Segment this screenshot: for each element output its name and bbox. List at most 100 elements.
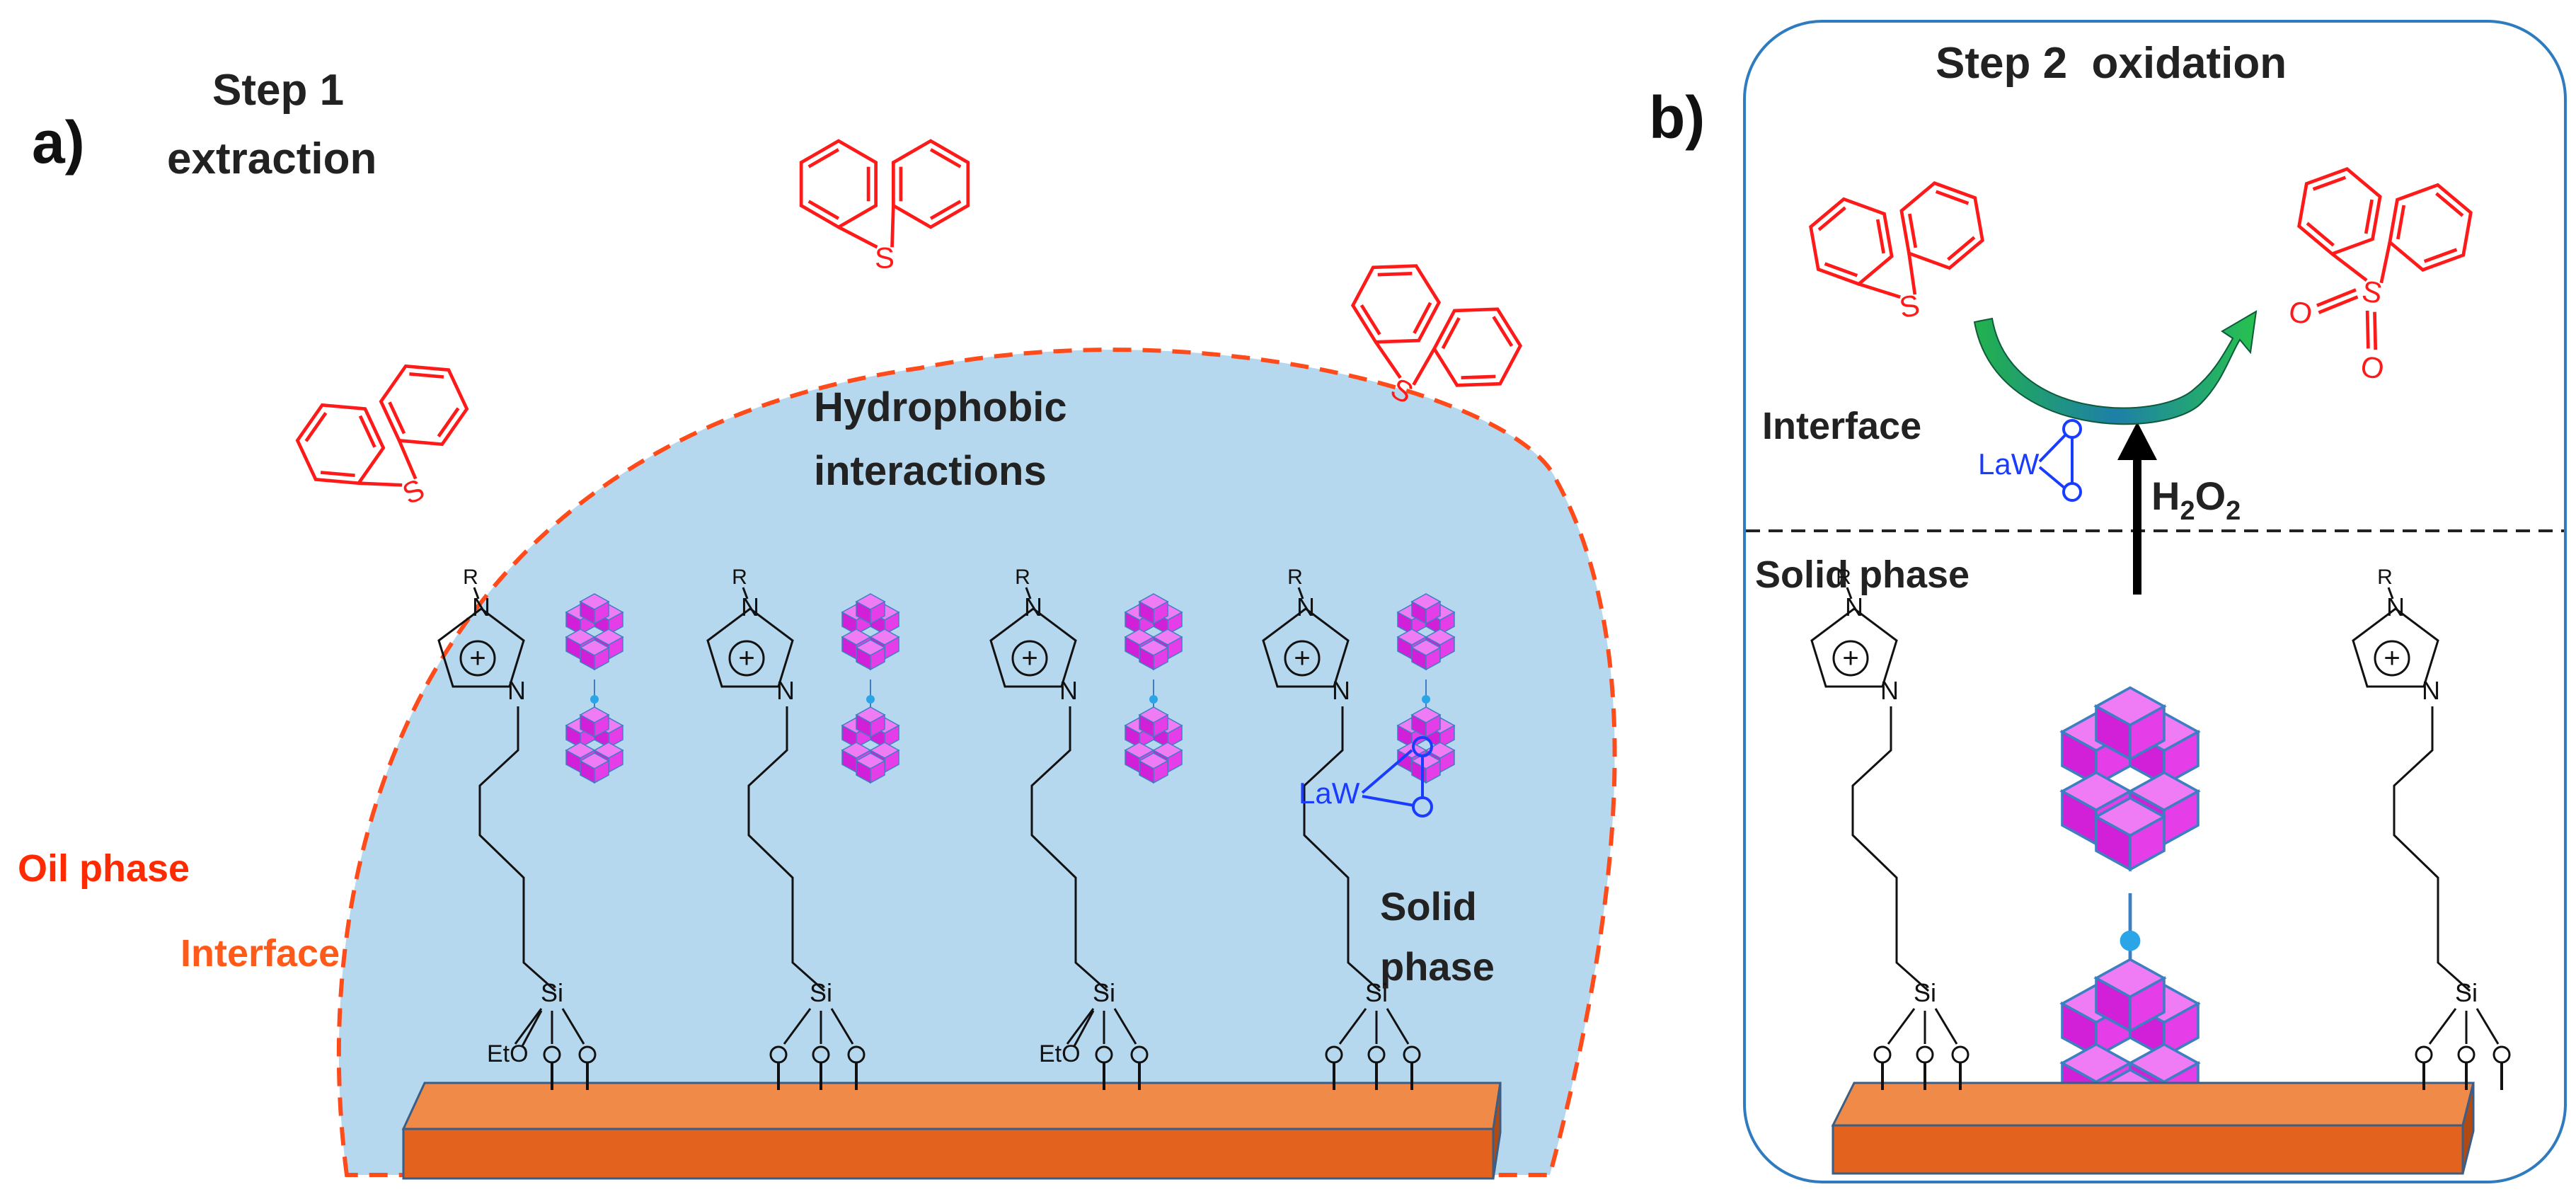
plus-sign: +: [1842, 643, 1858, 674]
imidazolium-linker-unit: NRN+Si: [706, 566, 866, 1090]
plus-sign: +: [1021, 643, 1037, 674]
c-s-bond: [397, 440, 418, 480]
oxygen-atom: [2457, 1045, 2476, 1064]
sulfur-atom-label: S: [875, 241, 895, 275]
positive-charge-icon: [728, 640, 765, 677]
keggin-cluster: [1396, 593, 1456, 671]
r-group-label: R: [1836, 566, 1851, 589]
silicon-atom-label: Si: [810, 978, 832, 1007]
double-bond: [409, 372, 444, 379]
solid-phase-line2: phase: [1380, 944, 1495, 989]
double-bond: [388, 401, 406, 435]
hydrophobic-line2: interactions: [814, 448, 1047, 494]
c-s-bond: [1907, 253, 1917, 295]
benzene-ring: [1809, 197, 1894, 286]
lanthanum-center: [1149, 695, 1158, 704]
imidazolium-ring: [1262, 607, 1350, 688]
propyl-chain: [1303, 706, 1381, 992]
silicon-atom-label: Si: [1914, 978, 1936, 1007]
h2o2-arrowhead: [2117, 422, 2157, 460]
oxygen-atom: [1873, 1045, 1892, 1064]
lanthanum-center: [590, 695, 599, 704]
oxidation-curved-arrow: [1973, 310, 2258, 425]
double-bond: [1875, 219, 1885, 254]
benzene-ring: [1899, 181, 1984, 270]
r-group-label: R: [2377, 566, 2393, 589]
panel-b: b) Step 2 oxidation Interface Solid phas…: [1649, 20, 2567, 1183]
positive-charge-icon: [1284, 640, 1321, 677]
step2-title: Step 2 oxidation: [1936, 39, 2287, 88]
c-s-bond: [1412, 348, 1436, 386]
oxygen-atom: [2492, 1045, 2511, 1064]
c-s-bond: [358, 481, 403, 487]
imidazolium-linker-unit: NRN+Si: [2352, 566, 2511, 1090]
keggin-cluster: [841, 593, 900, 671]
solid-phase-droplet: [336, 348, 1617, 1177]
benzene-ring: [2388, 183, 2473, 272]
double-bond: [807, 200, 840, 220]
double-bond: [2364, 199, 2374, 234]
nitrogen-atom-label: N: [1296, 592, 1315, 621]
c-s-bond: [837, 225, 878, 249]
double-bond: [304, 412, 328, 442]
double-bond: [2306, 222, 2335, 247]
double-bond: [1413, 302, 1432, 334]
c-s-bond: [2330, 252, 2368, 282]
h2o2-label: H2O2: [2151, 474, 2241, 526]
c-s-bond: [1858, 282, 1901, 299]
propyl-chain: [1030, 706, 1108, 992]
panel-b-label: b): [1649, 84, 1705, 151]
double-bond: [2435, 192, 2464, 217]
propyl-chain: [2393, 706, 2471, 992]
keggin-cluster: [841, 706, 900, 784]
benzene-ring: [799, 139, 878, 229]
sulfur-atom-label: S: [397, 472, 429, 510]
double-bond: [320, 471, 355, 478]
keggin-cluster: [1124, 706, 1183, 784]
benzene-ring: [1432, 307, 1523, 387]
benzene-ring: [891, 139, 970, 229]
double-bond: [1359, 304, 1381, 335]
c-s-bond: [890, 205, 895, 248]
positive-charge-icon: [2374, 640, 2410, 677]
keggin-cluster: [2059, 686, 2201, 872]
imidazolium-ring: [2352, 607, 2439, 688]
positive-charge-icon: [1011, 640, 1048, 677]
nitrogen-atom-label: N: [1024, 592, 1042, 621]
double-bond: [437, 407, 460, 437]
double-bond: [1908, 213, 1918, 248]
keggin-cluster: [1124, 593, 1183, 671]
double-bond: [807, 148, 840, 168]
imidazolium-ring: [706, 607, 794, 688]
r-group-label: R: [732, 566, 747, 589]
polyoxometalate-cluster-pair: [565, 593, 624, 784]
silicon-atom-label: Si: [1365, 978, 1388, 1007]
step1-line2: extraction: [167, 134, 376, 183]
c-s-bond: [1374, 340, 1402, 379]
double-bond: [929, 148, 962, 168]
propyl-chain: [1851, 706, 1929, 992]
law-label-a: LaW: [1299, 776, 1360, 810]
nitrogen-atom-label: N: [2386, 592, 2405, 621]
dibenzothiophene-molecule: S: [799, 139, 970, 275]
lanthanum-center: [866, 695, 875, 704]
law-label-b: LaW: [1978, 447, 2040, 481]
panel-a: a) Step 1 extraction Hydrophobic interac…: [18, 66, 1617, 1180]
lanthanum-center: [2120, 930, 2141, 951]
double-bond: [1947, 236, 1976, 261]
plus-sign: +: [738, 643, 754, 674]
support-substrate-b: [1831, 1082, 2475, 1175]
polyoxometalate-cluster-pair: [1396, 593, 1456, 784]
interface-label-b: Interface: [1762, 405, 1921, 447]
law-peroxo-group-b: LaW: [1978, 419, 2082, 502]
solid-phase-label-b: Solid phase: [1755, 553, 1970, 596]
law-peroxo-group-a: LaW: [1299, 736, 1433, 818]
plus-sign: +: [1294, 643, 1310, 674]
solid-phase-line1: Solid: [1380, 884, 1477, 929]
dibenzothiophene-sulfone-molecule: SOO: [2287, 167, 2473, 386]
nitrogen-atom-label: N: [1880, 676, 1899, 705]
silicon-atom-label: Si: [1093, 978, 1115, 1007]
double-bond: [1817, 206, 1846, 231]
